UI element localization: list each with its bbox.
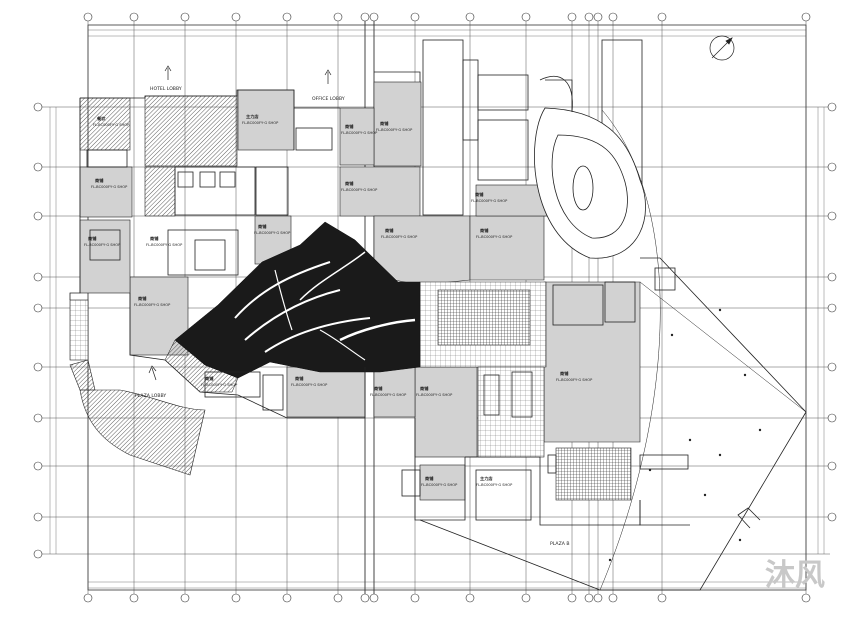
room-code: FL-BC000FY·G SHOP <box>242 121 279 125</box>
sculpture-feature <box>164 221 421 393</box>
room-name: 商铺 <box>295 375 304 382</box>
room-code: FL-BC000FY·G SHOP <box>91 185 128 189</box>
room-name: 主力店 <box>246 113 259 120</box>
room-code: FL-BC000FY·G SHOP <box>556 378 593 382</box>
room-name: 商铺 <box>95 177 104 184</box>
watermark: 沐风 <box>765 558 825 593</box>
office-lobby-label: OFFICE LOBBY <box>312 96 345 102</box>
entry-arrows <box>148 65 332 381</box>
room-name: 商铺 <box>88 235 97 242</box>
room-code: FL-BC000FY·G SHOP <box>476 235 513 239</box>
room-name: 商铺 <box>345 123 354 130</box>
room-name: 商铺 <box>385 227 394 234</box>
room-code: FL-BC000FY·G SHOP <box>421 483 458 487</box>
site-markers <box>608 308 762 562</box>
room-code: FL-BC000FY·G SHOP <box>254 231 291 235</box>
north-arrow-icon <box>709 35 735 61</box>
room-code: FL-BC000FY·G SHOP <box>376 128 413 132</box>
parking-ramp <box>534 75 646 259</box>
dimension-lines <box>49 29 825 589</box>
room-code: FL-BC000FY·G SHOP <box>370 393 407 397</box>
room-code: FL-BC000FY·G SHOP <box>476 483 513 487</box>
hotel-lobby-label: HOTEL LOBBY <box>150 86 182 92</box>
room-name: 商铺 <box>138 295 147 302</box>
room-code: FL-BC000FY·G SHOP <box>471 199 508 203</box>
room-name: 商铺 <box>380 120 389 127</box>
room-code: FL-BC000FY·G SHOP <box>201 383 238 387</box>
room-code: FL-BC000FY·G SHOP <box>134 303 171 307</box>
room-name: 商铺 <box>420 385 429 392</box>
plaza-b-label: PLAZA B <box>550 541 569 547</box>
site-labels: HOTEL LOBBY OFFICE LOBBY PLAZA LOBBY PLA… <box>135 86 569 547</box>
room-name: 商铺 <box>374 385 383 392</box>
room-name: 商铺 <box>205 375 214 382</box>
room-name: 餐饮 <box>96 115 106 122</box>
atrium-floor <box>419 281 632 501</box>
room-code: FL-BC000FY·G SHOP <box>341 131 378 135</box>
room-name: 商铺 <box>345 180 354 187</box>
plaza-paving <box>69 299 206 476</box>
room-code: FL-BC000FY·G SHOP <box>341 188 378 192</box>
site-boundary <box>419 109 807 591</box>
room-code: FL-BC000FY·G SHOP <box>291 383 328 387</box>
room-name: 商铺 <box>150 235 159 242</box>
room-name: 商铺 <box>258 223 267 230</box>
room-code: FL-BC000FY·G SHOP <box>416 393 453 397</box>
hatched-areas <box>79 95 238 217</box>
room-name: 商铺 <box>425 475 434 482</box>
plaza-lobby-label: PLAZA LOBBY <box>135 393 166 399</box>
grid-bubbles <box>33 12 837 603</box>
room-name: 商铺 <box>480 227 489 234</box>
room-name: 商铺 <box>560 370 569 377</box>
room-code: FL-BC000FY·G SHOP <box>381 235 418 239</box>
room-code: FL-BC000FY·G SHOP <box>146 243 183 247</box>
room-code: FL-BC000FY·G SHOP <box>84 243 121 247</box>
room-code: FL-BC000FY·G SHOP <box>93 123 130 127</box>
room-name: 商铺 <box>475 191 484 198</box>
walls <box>69 39 689 526</box>
room-name: 主力店 <box>480 475 493 482</box>
